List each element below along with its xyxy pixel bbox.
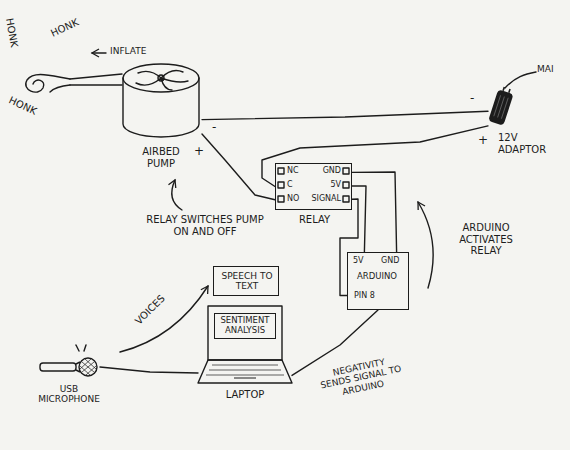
sound-mark <box>76 345 79 351</box>
part-label: LAPTOP <box>198 389 292 401</box>
part-label: USB MICROPHONE <box>30 384 108 405</box>
screen-box: SENTIMENT ANALYSIS <box>214 313 276 339</box>
microphone-drawing <box>38 356 100 378</box>
horn-curl <box>50 85 70 92</box>
polarity-mark: + <box>194 145 204 159</box>
laptop: SENTIMENT ANALYSISLAPTOP <box>198 305 292 385</box>
relay-terminal <box>343 196 349 202</box>
annotation: ARDUINO ACTIVATES RELAY <box>446 222 526 257</box>
box-title: SPEECH TO TEXT <box>216 271 278 292</box>
wire <box>100 367 198 373</box>
polarity-mark: - <box>212 121 216 135</box>
horn-tube <box>70 84 122 85</box>
polarity-mark: - <box>470 92 474 106</box>
pin-name: 5V <box>303 180 341 189</box>
pump-drawing <box>120 62 202 142</box>
relay-terminal <box>278 168 284 174</box>
annotation-arrow <box>120 286 208 352</box>
relay-terminal <box>343 168 349 174</box>
pin-name: NC <box>287 166 299 175</box>
mains-label: MAI <box>537 64 554 74</box>
annotation-arrow <box>418 202 433 288</box>
wire <box>202 111 488 119</box>
pin-name: 5V <box>353 256 364 265</box>
plug-drawing <box>488 86 514 128</box>
sound-text: HONK <box>7 94 39 117</box>
process-box: SPEECH TO TEXT <box>213 266 279 296</box>
annotation: RELAY SWITCHES PUMP ON AND OFF <box>140 214 270 237</box>
wire <box>340 199 358 296</box>
horn-curl <box>26 74 70 92</box>
usb-microphone: USB MICROPHONE <box>38 356 100 378</box>
flow-label: INFLATE <box>110 46 146 56</box>
pin-name: NO <box>287 194 299 203</box>
part-label: 12V ADAPTOR <box>498 132 560 155</box>
inflate-arrow <box>92 52 106 53</box>
part-label: RELAY <box>276 214 353 226</box>
wire <box>352 186 366 252</box>
relay-terminal <box>278 196 284 202</box>
pin-name: PIN 8 <box>354 291 375 300</box>
airbed-pump: AIRBED PUMP <box>120 62 202 142</box>
pin-name: GND <box>381 256 399 265</box>
annotation: VOICES <box>130 290 169 329</box>
mains-cable <box>505 72 536 88</box>
pin-name: SIGNAL <box>303 194 341 203</box>
polarity-mark: + <box>478 134 488 148</box>
sound-mark <box>84 345 86 351</box>
part-label: AIRBED PUMP <box>131 146 191 169</box>
wire <box>202 134 275 200</box>
relay-terminal <box>278 182 284 188</box>
sound-text: HONK <box>4 17 20 48</box>
pin-name: C <box>287 180 293 189</box>
sound-text: HONK <box>49 16 81 39</box>
annotation-arrow <box>172 180 182 210</box>
horn-tube <box>70 74 122 79</box>
power-adaptor: 12V ADAPTOR <box>488 86 514 128</box>
relay-terminal <box>343 182 349 188</box>
annotation: NEGATIVITY SENDS SIGNAL TO ARDUINO <box>316 353 407 401</box>
box-title: ARDUINO <box>348 272 406 282</box>
wire <box>262 126 488 187</box>
pin-name: GND <box>303 166 341 175</box>
